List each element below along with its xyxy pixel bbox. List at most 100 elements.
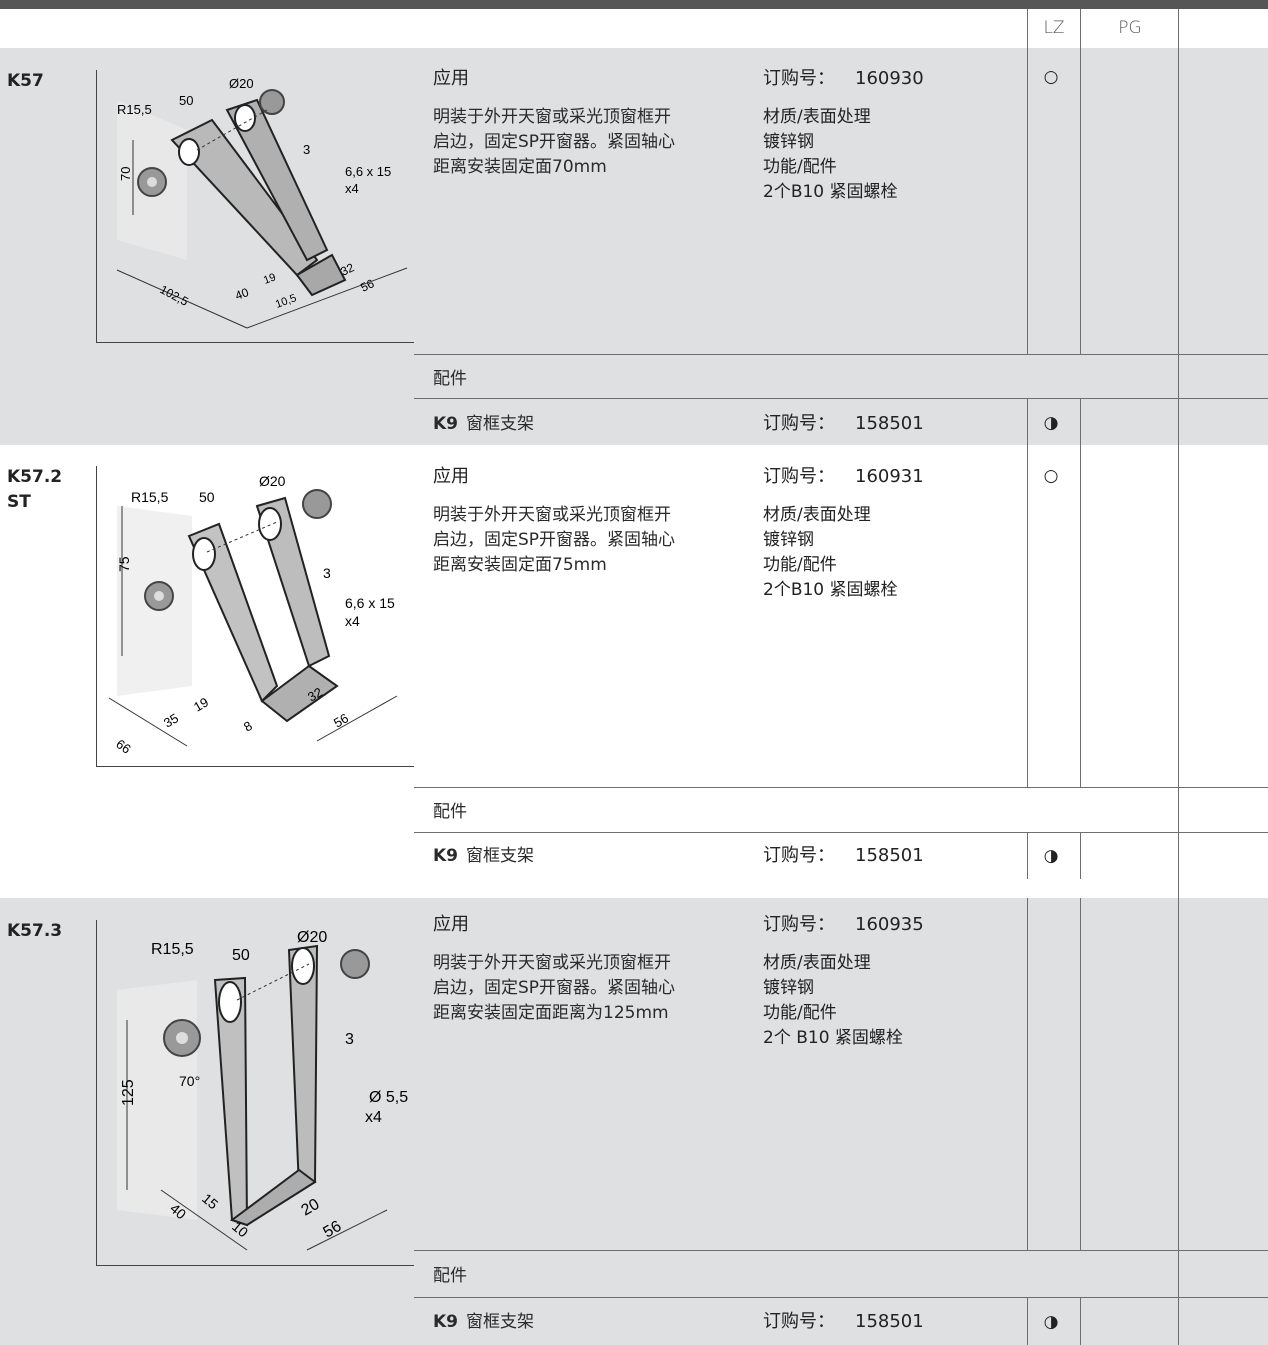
accessory-order-label: 订购号： [763,413,835,434]
dim-height: 75 [116,556,132,572]
accessory-code: K9 [433,1312,459,1332]
product-code: K57.3 [7,921,63,941]
dim-radius: R15,5 [151,941,194,958]
dim-19: 19 [262,271,278,286]
dim-count: x4 [365,1109,382,1126]
accessory-header: 配件 [433,1266,467,1286]
application-line-3: 距离安装固定面70mm [433,157,607,177]
function-value: 2个 B10 紧固螺栓 [763,1028,903,1048]
dim-20: 20 [299,1196,323,1220]
dim-radius: R15,5 [117,102,152,117]
order-label: 订购号： [763,68,835,89]
dim-hole: Ø20 [229,76,254,91]
product-band-k57-2 [0,445,1268,898]
dim-width: 50 [199,489,215,505]
order-number: 160931 [855,466,924,487]
dim-32: 32 [338,260,356,278]
dim-hole: Ø20 [297,929,327,946]
product-code-line-2: ST [7,492,31,512]
material-title: 材质/表面处理 [763,505,871,525]
accessory-order-number: 158501 [855,1311,924,1332]
lz-availability-symbol: ○ [1043,466,1059,486]
dim-19: 19 [191,694,211,714]
dim-width: 50 [179,93,193,108]
accessory-lz-symbol: ◑ [1043,413,1059,433]
application-line-1: 明装于外开天窗或采光顶窗框开 [433,505,671,525]
application-line-2: 启边，固定SP开窗器。紧固轴心 [433,978,676,998]
accessory-name: 窗框支架 [466,414,534,434]
function-title: 功能/配件 [763,1003,837,1023]
application-line-2: 启边，固定SP开窗器。紧固轴心 [433,530,676,550]
product-band-k57-3 [0,898,1268,1345]
function-value: 2个B10 紧固螺栓 [763,580,898,600]
application-line-1: 明装于外开天窗或采光顶窗框开 [433,953,671,973]
accessory-name: 窗框支架 [466,1312,534,1332]
product-band-k57 [0,48,1268,445]
dim-56: 56 [331,710,351,730]
accessory-code: K9 [433,414,459,434]
application-line-2: 启边，固定SP开窗器。紧固轴心 [433,132,676,152]
accessory-order-label: 订购号： [763,845,835,866]
accessory-lz-symbol: ◑ [1043,846,1059,866]
dim-hole: Ø20 [259,473,286,489]
material-value: 镀锌钢 [763,978,814,998]
dim-radius: R15,5 [131,489,169,505]
application-title: 应用 [433,914,469,935]
dim-count: x4 [345,181,359,196]
dim-thickness: 3 [303,142,310,157]
dim-10-5: 10,5 [274,292,298,311]
dim-56: 56 [321,1218,345,1242]
function-title: 功能/配件 [763,157,837,177]
dim-thickness: 3 [345,1031,354,1048]
function-title: 功能/配件 [763,555,837,575]
application-title: 应用 [433,68,469,89]
dim-35: 35 [161,710,181,730]
accessory-code: K9 [433,846,459,866]
dim-hole-small: Ø 5,5 [369,1089,408,1106]
material-title: 材质/表面处理 [763,107,871,127]
dim-slot: 6,6 x 15 [345,164,391,179]
accessory-name: 窗框支架 [466,846,534,866]
accessory-order-label: 订购号： [763,1311,835,1332]
dim-thickness: 3 [323,565,331,581]
accessory-header: 配件 [433,802,467,822]
application-line-3: 距离安装固定面75mm [433,555,607,575]
accessory-order-number: 158501 [855,845,924,866]
dim-length: 102,5 [158,282,191,309]
product-drawing: R15,5 50 Ø20 70 3 6,6 x 15 x4 102,5 40 1… [96,70,414,343]
order-label: 订购号： [763,914,835,935]
material-title: 材质/表面处理 [763,953,871,973]
accessory-order-number: 158501 [855,413,924,434]
product-code: K57.2 [7,467,63,487]
order-number: 160935 [855,914,924,935]
function-value: 2个B10 紧固螺栓 [763,182,898,202]
accessory-header: 配件 [433,369,467,389]
application-line-1: 明装于外开天窗或采光顶窗框开 [433,107,671,127]
dim-32: 32 [305,684,325,704]
lz-availability-symbol: ○ [1043,67,1059,87]
material-value: 镀锌钢 [763,132,814,152]
product-drawing: R15,5 50 Ø20 75 3 6,6 x 15 x4 66 35 19 8… [96,466,414,767]
dim-height: 125 [120,1079,137,1106]
dim-slot: 6,6 x 15 [345,595,395,611]
order-number: 160930 [855,68,924,89]
product-code: K57 [7,71,44,91]
dim-length: 66 [113,736,133,757]
top-rule [0,0,1268,9]
column-header-pg: PG [1118,18,1142,38]
dim-8: 8 [241,718,255,735]
dim-width: 50 [232,947,250,964]
application-line-3: 距离安装固定面距离为125mm [433,1003,669,1023]
dim-count: x4 [345,613,360,629]
product-drawing: R15,5 50 Ø20 125 70° 3 Ø 5,5 x4 40 15 10… [96,920,414,1266]
dim-height: 70 [118,167,133,181]
dim-56: 56 [358,276,376,294]
order-label: 订购号： [763,466,835,487]
material-value: 镀锌钢 [763,530,814,550]
accessory-lz-symbol: ◑ [1043,1312,1059,1332]
dim-15: 15 [199,1190,221,1212]
application-title: 应用 [433,466,469,487]
dim-angle: 70° [179,1073,200,1089]
column-header-lz: LZ [1043,18,1065,38]
dim-40: 40 [233,285,251,303]
